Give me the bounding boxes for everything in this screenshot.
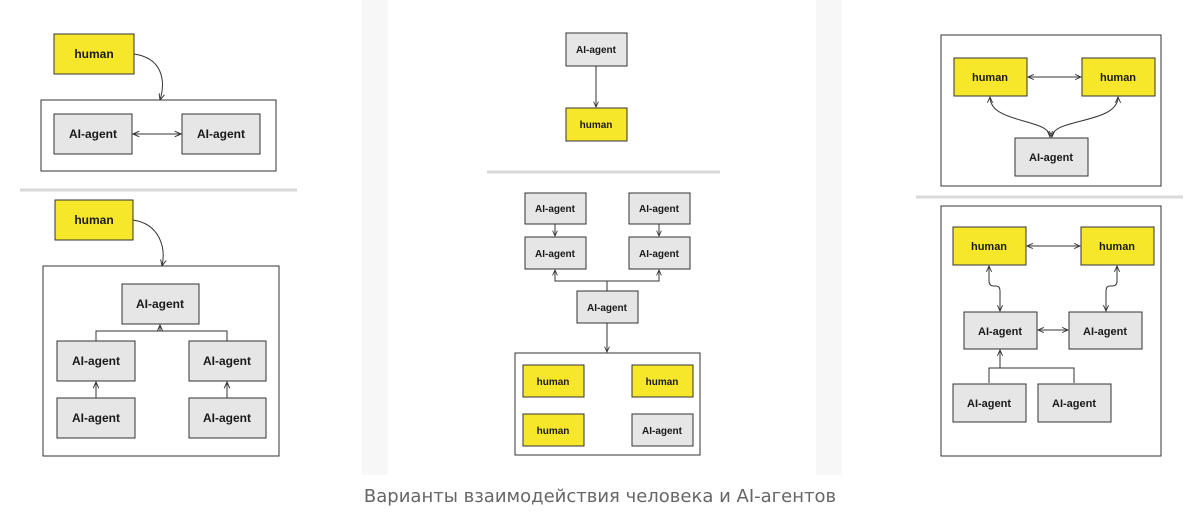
- agent-label: AI-agent: [576, 45, 617, 56]
- agent-label: AI-agent: [203, 354, 251, 368]
- agent-label: AI-agent: [978, 326, 1022, 338]
- human-label: human: [74, 213, 113, 227]
- agent-label: AI-agent: [639, 204, 680, 215]
- agent-label: AI-agent: [642, 426, 683, 437]
- scenario-frame: [940, 205, 1162, 457]
- agent-label: AI-agent: [587, 303, 628, 314]
- agent-node: [53, 113, 133, 155]
- human-label: human: [74, 47, 113, 61]
- figure-caption: Варианты взаимодействия человека и AI-аг…: [363, 486, 837, 507]
- human-label: human: [1100, 72, 1136, 84]
- human-node: [522, 364, 585, 398]
- agent-node: [1068, 311, 1143, 350]
- tree-connector: [988, 367, 1075, 383]
- agent-node: [1014, 137, 1089, 177]
- agent-node: [121, 283, 200, 325]
- agent-node: [628, 192, 691, 225]
- human-to-group-arrow: [133, 53, 162, 100]
- agent-node: [56, 397, 136, 439]
- agent-node: [524, 236, 587, 270]
- agent-node: [565, 32, 628, 67]
- agent-label: AI-agent: [136, 297, 184, 311]
- human-node: [522, 413, 585, 447]
- agent-node: [188, 397, 267, 439]
- agent-label: AI-agent: [69, 127, 117, 141]
- panel-left: human AI-agent AI-agent human AI-agent A…: [0, 0, 362, 475]
- human-node: [631, 364, 694, 398]
- human-to-group-arrow: [132, 219, 163, 266]
- agent-label: AI-agent: [535, 204, 576, 215]
- agent-node: [1037, 383, 1112, 423]
- human-node: [952, 226, 1027, 266]
- diagram-left: human AI-agent AI-agent human AI-agent A…: [20, 33, 297, 457]
- scenario-frame: [940, 34, 1162, 187]
- human-label: human: [972, 72, 1008, 84]
- agent-label: AI-agent: [1052, 398, 1096, 410]
- agent-label: AI-agent: [72, 411, 120, 425]
- agent-node: [56, 340, 136, 382]
- human-node: [953, 57, 1028, 97]
- human-label: human: [646, 377, 679, 388]
- agent-group-frame: [40, 99, 277, 172]
- agent-node: [524, 192, 587, 225]
- agent-node: [188, 340, 267, 382]
- panel-middle: AI-agent human AI-agent AI-agent AI-agen…: [388, 0, 816, 475]
- agent-node: [181, 113, 261, 155]
- agent-node: [628, 236, 691, 270]
- tree-arrow-left: [555, 270, 608, 291]
- human-label: human: [971, 241, 1007, 253]
- tree-connector: [95, 330, 228, 341]
- human-label: human: [580, 120, 613, 131]
- human-label: human: [1099, 241, 1135, 253]
- agent-node: [631, 413, 694, 447]
- diagram-middle: AI-agent human AI-agent AI-agent AI-agen…: [487, 32, 720, 456]
- human-agent-arrow: [1106, 266, 1117, 311]
- agent-group-frame: [42, 265, 280, 457]
- agent-label: AI-agent: [72, 354, 120, 368]
- human-agent-arrow: [989, 266, 1000, 311]
- agent-node: [952, 383, 1027, 423]
- tree-arrow-right: [607, 270, 659, 282]
- agent-label: AI-agent: [967, 398, 1011, 410]
- agent-label: AI-agent: [203, 411, 251, 425]
- agent-node: [963, 311, 1038, 350]
- agent-human-arrow: [990, 97, 1050, 137]
- diagram-right: human human AI-agent human human AI-agen…: [916, 34, 1183, 457]
- agent-label: AI-agent: [1029, 152, 1073, 164]
- human-label: human: [537, 426, 570, 437]
- human-label: human: [537, 377, 570, 388]
- agent-node: [576, 290, 639, 324]
- agent-label: AI-agent: [639, 249, 680, 260]
- human-node: [565, 107, 628, 142]
- human-node: [53, 33, 135, 75]
- human-node: [1081, 57, 1156, 97]
- agent-human-arrow: [1052, 97, 1118, 137]
- agent-label: AI-agent: [1083, 326, 1127, 338]
- panel-right: human human AI-agent human human AI-agen…: [842, 0, 1200, 475]
- agent-label: AI-agent: [197, 127, 245, 141]
- human-node: [1080, 226, 1155, 266]
- agent-label: AI-agent: [535, 249, 576, 260]
- human-group-frame: [514, 352, 701, 456]
